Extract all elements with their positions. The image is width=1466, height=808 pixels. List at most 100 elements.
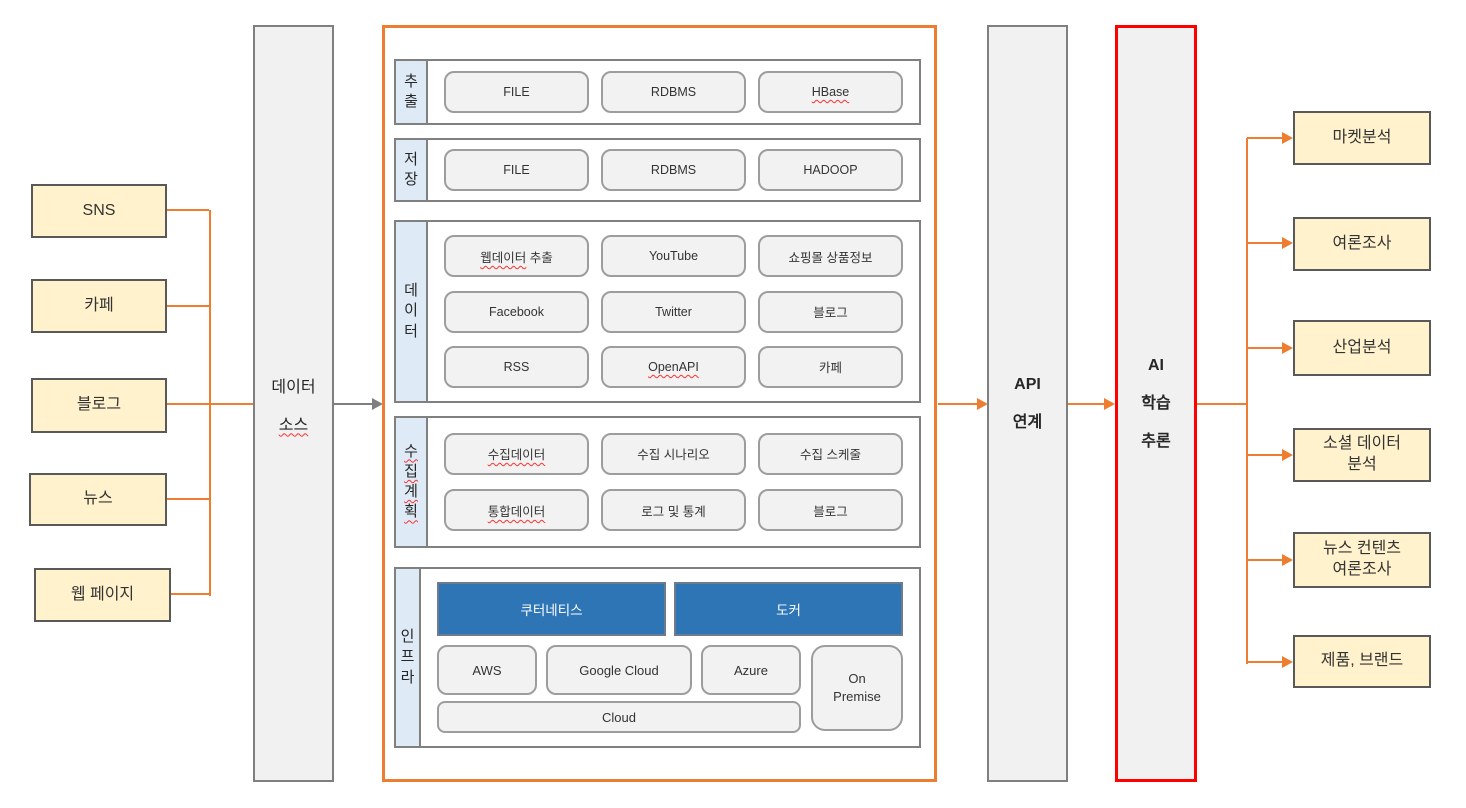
chip-label: 로그 및 통계	[641, 504, 706, 519]
chip-label-rest: 추출	[526, 250, 553, 265]
output-box-label: 산업분석	[1332, 338, 1392, 356]
infra-platform-row: 쿠터네티스 도커	[437, 582, 903, 636]
chip-label: RDBMS	[650, 85, 697, 99]
chip-label: YouTube	[648, 249, 699, 264]
section-label-char: 프	[400, 648, 415, 666]
output-box-4: 소셜 데이터 분석	[1293, 428, 1431, 482]
source-box-3: 블로그	[31, 378, 167, 433]
arrowhead-right	[1282, 449, 1293, 461]
chip-row: 수집데이터 수집 시나리오 수집 스케줄	[444, 432, 903, 475]
flow-line	[209, 210, 211, 596]
chip-label: FILE	[503, 85, 530, 99]
cloud-chip-azure: Azure	[701, 645, 801, 695]
chip-label: 수집 시나리오	[637, 448, 710, 463]
section-label-char: 추	[404, 72, 418, 90]
section-label-char: 획	[404, 503, 418, 521]
source-box-label: 웹 페이지	[70, 585, 135, 603]
flow-line	[1247, 661, 1283, 663]
api-link-box: API 연계	[987, 25, 1068, 782]
chip-label: RSS	[503, 359, 530, 374]
flow-line	[1247, 347, 1283, 349]
chip-openapi: OpenAPI	[601, 345, 746, 388]
section-label-char: 터	[404, 322, 418, 340]
output-box-6: 제품, 브랜드	[1293, 635, 1431, 688]
chip-카페: 카페	[758, 345, 903, 388]
chip-label: 블로그	[813, 306, 848, 320]
platform-label: 도커	[776, 603, 801, 618]
output-box-label: 마켓분석	[1332, 128, 1392, 146]
source-box-label: 블로그	[76, 396, 122, 414]
chip-웹데이터-추출: 웹데이터 추출	[444, 235, 589, 278]
ai-label-line2: 학습	[1141, 394, 1171, 412]
cloud-chip-aws: AWS	[437, 645, 537, 695]
flow-line	[1247, 137, 1283, 139]
infra-cloud-bar: Cloud	[437, 701, 801, 733]
arrowhead-right	[1282, 342, 1293, 354]
data-source-label-line2: 소스	[278, 416, 309, 434]
chip-rdbms: RDBMS	[601, 149, 746, 191]
ai-label-line3: 추론	[1141, 432, 1171, 450]
ai-label-line1: AI	[1148, 356, 1164, 374]
source-box-1: SNS	[31, 184, 167, 238]
cloud-chip-label: AWS	[472, 662, 502, 678]
flow-line	[1247, 559, 1283, 561]
flow-line-gray	[334, 403, 372, 405]
chip-label: 통합데이터	[487, 504, 546, 519]
source-box-4: 뉴스	[29, 473, 167, 526]
flow-line	[1247, 242, 1283, 244]
section-label-char: 장	[404, 171, 418, 188]
data-source-box: 데이터 소스	[253, 25, 334, 782]
source-box-label: 카페	[84, 296, 114, 314]
output-box-5: 뉴스 컨텐츠 여론조사	[1293, 532, 1431, 588]
output-box-1: 마켓분석	[1293, 111, 1431, 165]
source-box-label: 뉴스	[83, 490, 113, 508]
chip-row: FILE RDBMS HBase	[444, 71, 903, 113]
source-box-label: SNS	[82, 201, 116, 219]
chip-수집데이터: 수집데이터	[444, 432, 589, 475]
section-label-char: 인	[400, 628, 415, 646]
flow-line	[167, 209, 209, 211]
output-box-2: 여론조사	[1293, 217, 1431, 271]
data-source-label-line1: 데이터	[271, 378, 316, 396]
arrowhead-right	[1104, 398, 1115, 410]
chip-label: Facebook	[489, 304, 544, 319]
section-label-char: 저	[404, 150, 418, 168]
chip-통합데이터: 통합데이터	[444, 489, 589, 532]
chip-수집-시나리오: 수집 시나리오	[601, 432, 746, 475]
platform-label: 쿠터네티스	[520, 603, 583, 618]
output-box-label: 소셜 데이터 분석	[1322, 435, 1402, 473]
flow-line	[1246, 138, 1248, 664]
platform-box-쿠터네티스: 쿠터네티스	[437, 582, 666, 636]
chip-로그-및-통계: 로그 및 통계	[601, 489, 746, 532]
chip-label: RDBMS	[650, 163, 697, 177]
flow-line	[1247, 454, 1283, 456]
chip-label: HBase	[811, 85, 850, 99]
chip-twitter: Twitter	[601, 290, 746, 333]
arrowhead-right	[372, 398, 383, 410]
chip-file: FILE	[444, 71, 589, 113]
cloud-chip-google-cloud: Google Cloud	[546, 645, 692, 695]
arrowhead-right	[1282, 132, 1293, 144]
output-box-label: 여론조사	[1332, 234, 1392, 252]
flow-line	[167, 305, 209, 307]
arrowhead-right	[1282, 656, 1293, 668]
chip-수집-스케줄: 수집 스케줄	[758, 432, 903, 475]
chip-label: 수집데이터	[487, 448, 546, 463]
section-label-char: 수	[404, 442, 418, 460]
infra-on-premise-label: On Premise	[833, 671, 881, 704]
section-label-char: 라	[400, 668, 415, 686]
chip-label: 수집 스케줄	[800, 448, 861, 463]
